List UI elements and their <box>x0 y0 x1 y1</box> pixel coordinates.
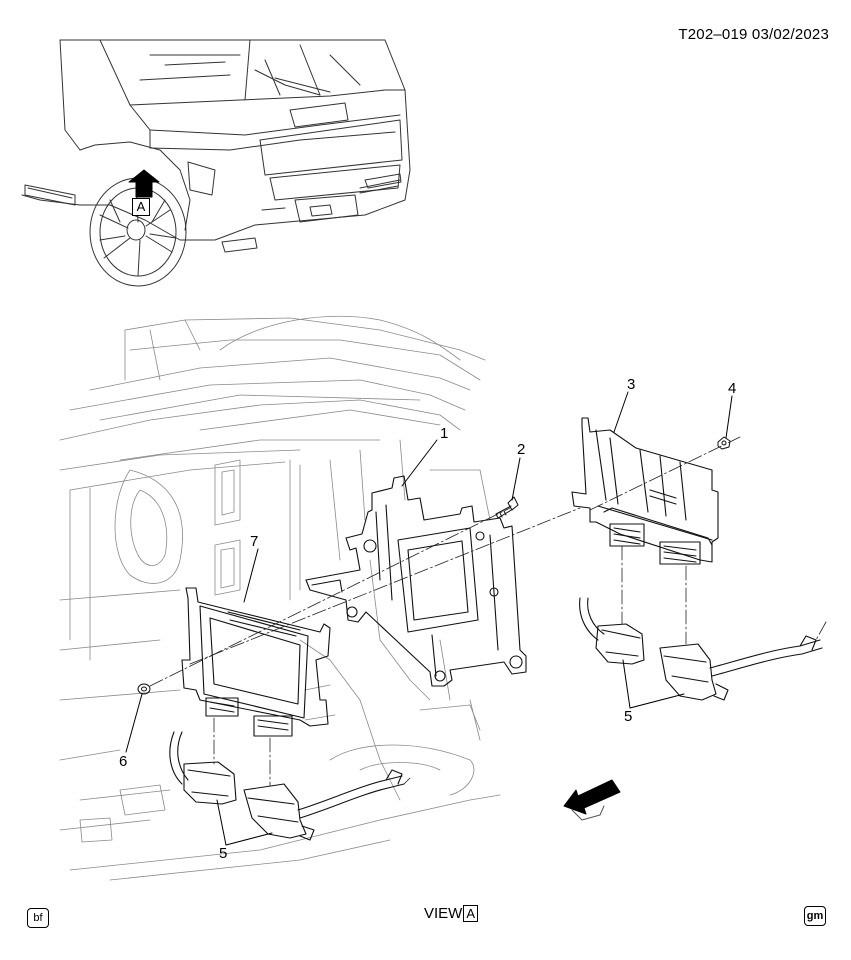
nut-left <box>137 683 151 695</box>
callout-1: 1 <box>440 425 448 442</box>
view-arrow-icon <box>128 169 160 198</box>
callout-7: 7 <box>250 533 258 550</box>
mounting-bracket <box>305 475 527 687</box>
leader-lines <box>125 391 733 846</box>
callout-5-right: 5 <box>624 708 632 725</box>
document-id: T202–019 03/02/2023 <box>678 26 829 43</box>
view-caption-text: VIEW <box>424 905 463 922</box>
callout-3: 3 <box>627 376 635 393</box>
truck-rear-illustration <box>21 39 411 287</box>
callout-5-left: 5 <box>219 845 227 862</box>
front-direction-icon <box>563 779 621 821</box>
callout-6: 6 <box>119 753 127 770</box>
bolt <box>495 496 519 519</box>
control-module-removed <box>181 587 331 737</box>
callout-4: 4 <box>728 380 736 397</box>
control-module-installed <box>571 417 719 565</box>
harness-connectors-right <box>579 597 823 701</box>
bf-badge: bf <box>27 908 49 928</box>
view-caption-letter: A <box>463 905 479 922</box>
vehicle-structure-background <box>59 315 501 881</box>
callout-2: 2 <box>517 441 525 458</box>
gm-logo-icon: gm <box>804 906 826 926</box>
view-marker-box: A <box>132 198 150 216</box>
harness-connectors-left <box>169 731 405 841</box>
alignment-lines <box>149 436 827 787</box>
